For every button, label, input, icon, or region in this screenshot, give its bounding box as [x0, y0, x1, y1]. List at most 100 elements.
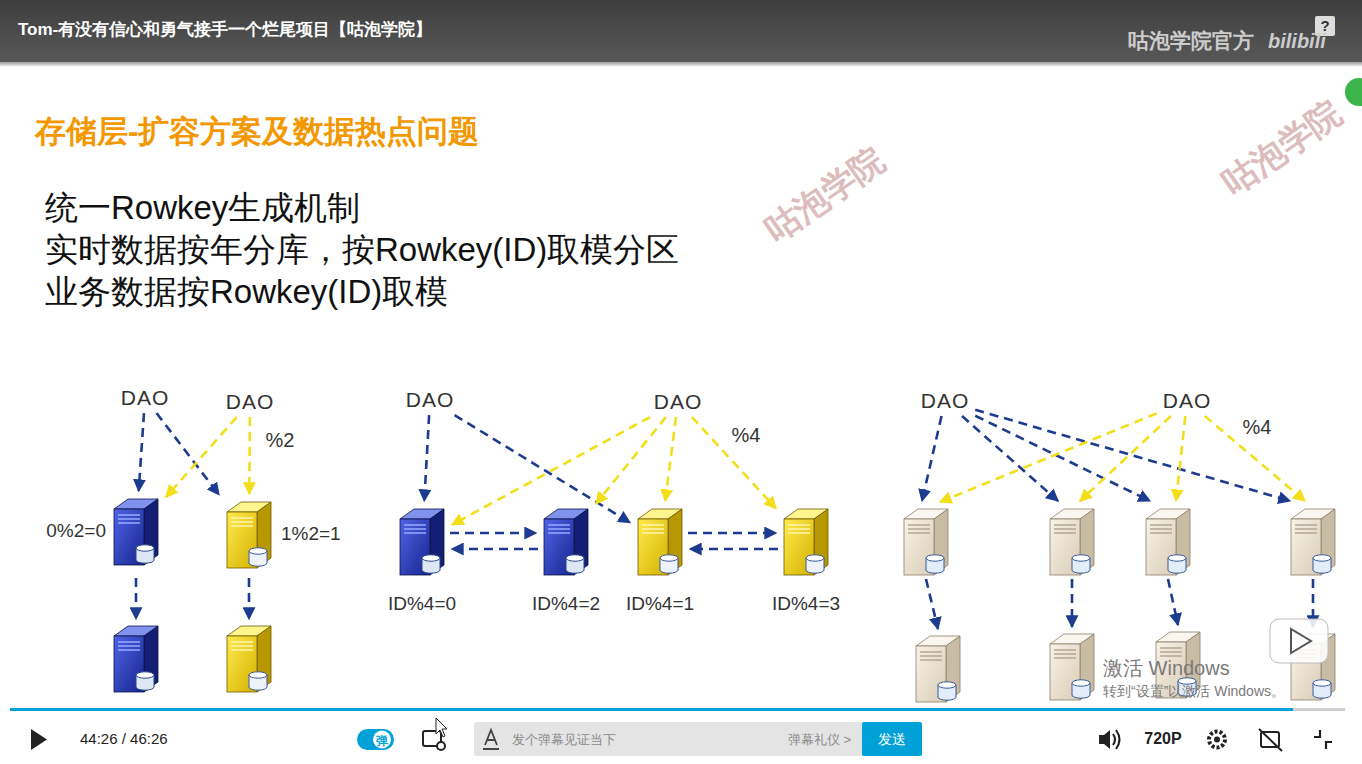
watermark: 咕泡学院: [1215, 93, 1349, 203]
dashed-arrow: [248, 417, 251, 494]
database-edge: [1313, 558, 1314, 570]
modulo-label: %4: [732, 424, 761, 447]
danmaku-etiquette-link-wrap: 弹幕礼仪 >: [788, 730, 851, 748]
dashed-arrow: [455, 415, 630, 523]
database-edge: [1072, 683, 1073, 695]
database-edge: [938, 685, 939, 697]
server-icon: [114, 626, 158, 692]
input-placeholder: 发个弹幕见证当下: [512, 733, 616, 748]
danmaku-toggle-label-wrap: 弹: [376, 731, 388, 749]
database-edge: [1313, 683, 1314, 695]
server-icon: [396, 505, 448, 577]
server-slot: [1295, 524, 1317, 526]
os-watermark: 转到“设置”以激活 Windows。: [1103, 683, 1285, 699]
server-label: ID%4=0: [388, 593, 456, 615]
server-icon: [110, 495, 162, 567]
font-style-icon: [483, 730, 499, 749]
server-slot: [642, 524, 664, 526]
dashed-arrow: [1168, 579, 1178, 625]
server-slot: [1295, 532, 1317, 534]
database-edge: [584, 558, 585, 570]
server-slot: [404, 528, 426, 530]
server-icon: [1050, 509, 1094, 575]
server-slot: [908, 524, 930, 526]
watermark-wrap: 咕泡学院: [758, 140, 892, 250]
database-top: [136, 545, 154, 551]
server-label-wrap: 0%2=0: [46, 520, 106, 542]
server-label-wrap: ID%4=2: [532, 593, 600, 615]
dashed-arrow: [157, 413, 219, 495]
database-edge: [566, 558, 567, 570]
database-top: [1072, 680, 1090, 686]
database-edge: [267, 551, 268, 563]
database-edge: [154, 675, 155, 687]
help-icon-wrap: ?: [1320, 17, 1329, 35]
modulo-label: %2: [266, 429, 295, 452]
modulo-label: %4: [1243, 416, 1272, 439]
server-slot: [1054, 649, 1076, 651]
play-icon: [31, 729, 47, 750]
dashed-arrow: [926, 579, 938, 629]
database-edge: [926, 558, 927, 570]
server-node: ID%4=1: [634, 505, 686, 577]
database-top: [249, 672, 267, 678]
database-edge: [422, 558, 423, 570]
server-slot: [1150, 528, 1172, 530]
dashed-arrow: [166, 417, 237, 497]
server-slot: [548, 528, 570, 530]
server-node: ID%4=0: [396, 505, 448, 577]
database-edge: [1090, 683, 1091, 695]
database-edge: [249, 675, 250, 687]
server-slot: [118, 522, 140, 524]
danmaku-toggle: [357, 729, 394, 750]
server-slot: [642, 528, 664, 530]
server-slot: [1054, 532, 1076, 534]
server-icon: [634, 505, 686, 577]
body-line: 统一Rowkey生成机制: [45, 189, 360, 227]
server-slot: [908, 532, 930, 534]
dao-label: DAO: [226, 390, 275, 414]
dashed-arrow: [688, 532, 776, 535]
dao-label-node: DAO: [650, 389, 707, 415]
server-slot: [231, 641, 253, 643]
server-slot: [1054, 653, 1076, 655]
database-top: [1168, 555, 1186, 561]
server-slot: [548, 532, 570, 534]
server-icon: [540, 505, 592, 577]
server-slot: [118, 518, 140, 520]
server-slot: [118, 645, 140, 647]
database-edge: [1331, 558, 1332, 570]
dao-label-node: DAO: [1159, 388, 1216, 414]
database-edge: [267, 675, 268, 687]
danmaku-toggle-label: 弹: [376, 735, 388, 749]
server-label-wrap: ID%4=0: [388, 593, 456, 615]
modulo-label-wrap: %2: [266, 429, 295, 452]
volume-waves: [1113, 730, 1120, 749]
database-edge: [249, 551, 250, 563]
dao-label-node: DAO: [917, 388, 974, 414]
server-icon: [227, 626, 271, 692]
database-edge: [944, 558, 945, 570]
dao-label-node: DAO: [222, 389, 279, 415]
database-edge: [660, 558, 661, 570]
watermark-wrap: 咕泡学院: [1215, 93, 1349, 203]
database-edge: [806, 558, 807, 570]
server-label: 1%2=1: [281, 523, 341, 545]
modulo-label-wrap: %4: [732, 424, 761, 447]
database-top: [926, 555, 944, 561]
server-label-wrap: ID%4=1: [626, 593, 694, 615]
video-title-wrap: Tom-有没有信心和勇气接手一个烂尾项目【咕泡学院】: [18, 20, 432, 40]
dashed-arrow: [975, 410, 1290, 501]
server-icon: [223, 498, 275, 570]
server-slot: [1054, 528, 1076, 530]
server-slot: [1160, 647, 1182, 649]
input-placeholder-wrap: 发个弹幕见证当下: [512, 730, 616, 748]
database-edge: [1331, 683, 1332, 695]
database-edge: [1168, 558, 1169, 570]
body-line: 实时数据按年分库，按Rowkey(ID)取模分区: [45, 231, 679, 269]
server-slot: [231, 525, 253, 527]
database-edge: [824, 558, 825, 570]
server-label: ID%4=3: [772, 593, 840, 615]
danmaku-etiquette-link: 弹幕礼仪 >: [788, 733, 851, 748]
server-slot: [231, 649, 253, 651]
